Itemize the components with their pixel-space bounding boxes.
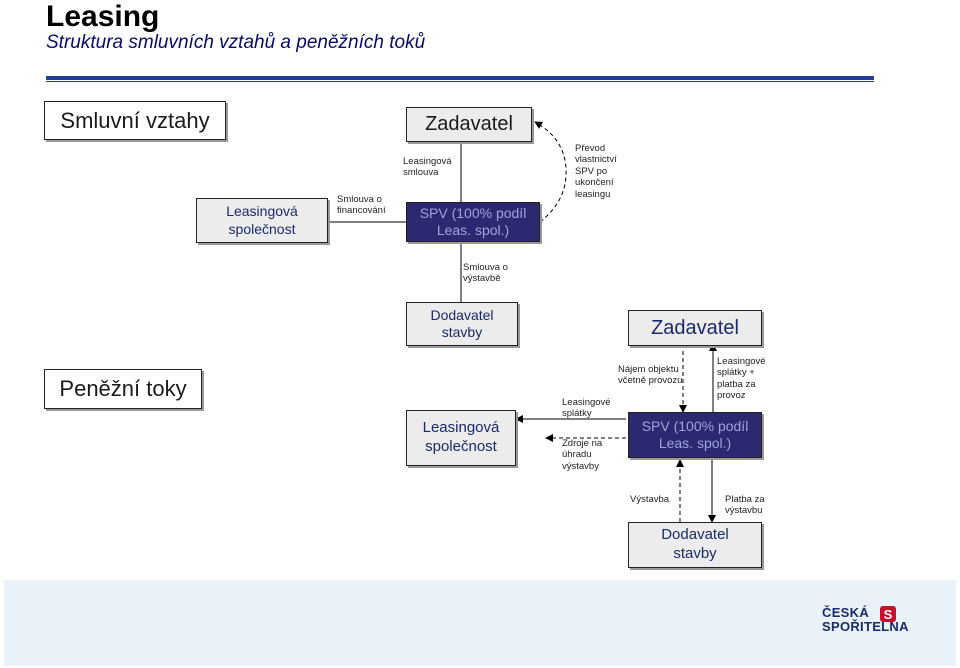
page-title: Leasing bbox=[46, 0, 160, 33]
logo-s-mark-icon: S bbox=[880, 606, 896, 622]
header-rule bbox=[46, 76, 874, 80]
footer-band bbox=[4, 580, 956, 666]
ceska-sporitelna-logo: ČESKÁ SPOŘITELNA S bbox=[822, 605, 909, 635]
cashflows-client-box: Zadavatel bbox=[628, 310, 762, 346]
cashflows-section-label: Peněžní toky bbox=[44, 369, 202, 409]
svg-text:S: S bbox=[884, 607, 893, 622]
label-construction: Výstavba bbox=[630, 494, 670, 505]
contracts-section-label: Smluvní vztahy bbox=[44, 101, 226, 140]
contracts-client-box: Zadavatel bbox=[406, 107, 532, 142]
page-subtitle: Struktura smluvních vztahů a peněžních t… bbox=[46, 32, 426, 53]
line-transfer bbox=[534, 121, 567, 223]
header-rule-thin bbox=[46, 81, 874, 82]
